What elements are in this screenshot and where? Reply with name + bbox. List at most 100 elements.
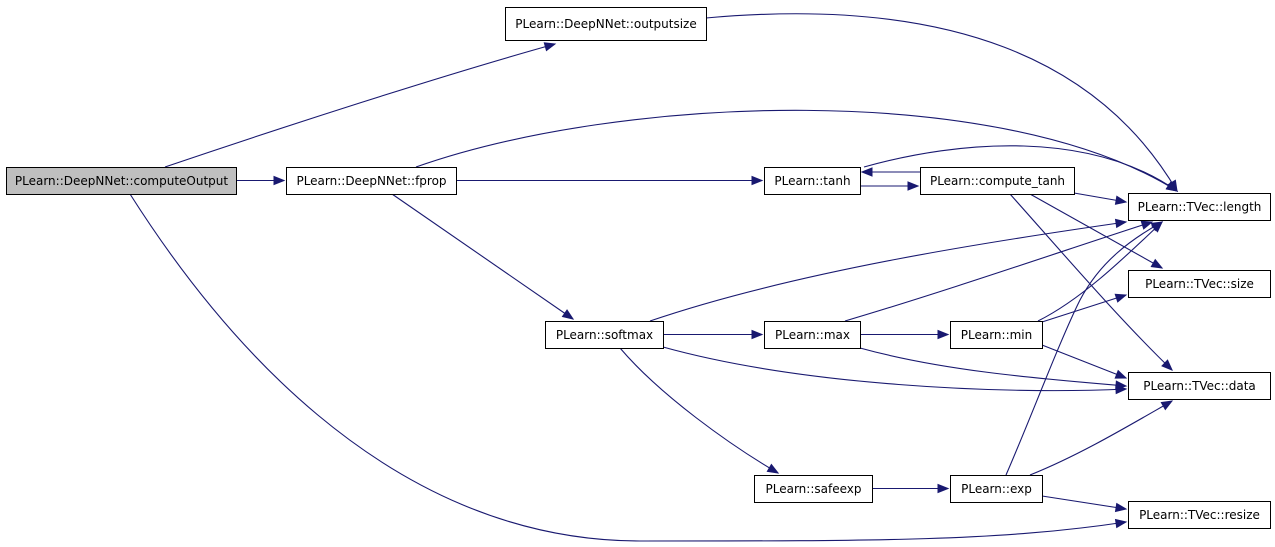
edge-compute_tanh-to-size [1029, 193, 1164, 269]
edge-line [1037, 221, 1163, 322]
edge-softmax-to-max [663, 329, 764, 340]
node-length[interactable]: PLearn::TVec::length [1128, 193, 1271, 221]
edge-line [649, 221, 1127, 322]
node-label: PLearn::tanh [774, 174, 850, 188]
edge-arrowhead [1114, 218, 1128, 229]
edge-arrowhead [1161, 359, 1173, 371]
edge-tanh-to-compute_tanh [860, 181, 920, 191]
edge-compute_tanh-to-data [1009, 193, 1173, 371]
edge-arrowhead [1165, 181, 1179, 192]
edge-computeOutput-to-resize [129, 193, 1128, 542]
edge-line [1009, 193, 1173, 371]
edge-line [164, 43, 556, 168]
node-label: PLearn::DeepNNet::fprop [296, 174, 446, 188]
node-label: PLearn::softmax [556, 328, 653, 342]
edge-arrowhead [751, 329, 764, 340]
node-box [1128, 270, 1271, 298]
edge-compute_tanh-to-tanh [860, 167, 920, 177]
edge-arrowhead [273, 175, 286, 186]
edge-safeexp-to-exp [872, 483, 950, 494]
nodes-layer: PLearn::DeepNNet::computeOutput PLearn::D… [6, 7, 1271, 529]
node-box [950, 475, 1043, 503]
node-max[interactable]: PLearn::max [764, 321, 861, 349]
node-min[interactable]: PLearn::min [950, 321, 1043, 349]
edge-arrowhead [937, 329, 950, 340]
node-resize[interactable]: PLearn::TVec::resize [1128, 501, 1271, 529]
node-size[interactable]: PLearn::TVec::size [1128, 270, 1271, 298]
edge-line [1029, 193, 1163, 269]
edge-outputsize-to-length [705, 13, 1178, 193]
edge-arrowhead [907, 181, 920, 191]
edge-fprop-to-softmax [391, 193, 575, 320]
node-box [286, 167, 457, 195]
edge-line [1005, 221, 1163, 476]
edge-line [619, 347, 779, 474]
edge-line [844, 221, 1153, 322]
node-label: PLearn::compute_tanh [930, 174, 1065, 188]
node-box [950, 321, 1043, 349]
edge-arrowhead [561, 309, 575, 320]
edge-arrowhead [751, 175, 764, 186]
node-exp[interactable]: PLearn::exp [950, 475, 1043, 503]
edge-line [859, 347, 1127, 387]
edge-line [391, 193, 574, 320]
edge-line [1029, 400, 1173, 476]
edge-arrowhead [860, 167, 873, 177]
edge-fprop-to-tanh [456, 175, 764, 186]
edge-computeOutput-to-outputsize [164, 42, 557, 168]
edge-exp-to-resize [1041, 495, 1128, 513]
node-compute_tanh[interactable]: PLearn::compute_tanh [920, 167, 1075, 195]
edge-line [1041, 294, 1127, 323]
edge-line [705, 13, 1178, 192]
edge-softmax-to-safeexp [619, 347, 780, 474]
edge-arrowhead [1115, 380, 1128, 390]
node-fprop[interactable]: PLearn::DeepNNet::fprop [286, 167, 457, 195]
node-tanh[interactable]: PLearn::tanh [764, 167, 861, 195]
edge-softmax-to-length [649, 218, 1128, 322]
node-safeexp[interactable]: PLearn::safeexp [754, 475, 873, 503]
edge-arrowhead [766, 463, 780, 474]
edge-arrowhead [1114, 293, 1128, 303]
edge-arrowhead [543, 42, 557, 52]
node-label: PLearn::DeepNNet::computeOutput [15, 174, 229, 188]
node-box [920, 167, 1075, 195]
node-data[interactable]: PLearn::TVec::data [1128, 372, 1271, 400]
edge-tanh-to-length [863, 145, 1179, 192]
edge-computeOutput-to-fprop [236, 175, 286, 186]
node-label: PLearn::min [961, 328, 1033, 342]
node-softmax[interactable]: PLearn::softmax [545, 321, 664, 349]
node-label: PLearn::exp [961, 482, 1032, 496]
edge-compute_tanh-to-length [1073, 192, 1128, 205]
edge-max-to-min [860, 329, 950, 340]
edge-arrowhead [1114, 518, 1128, 529]
node-computeOutput[interactable]: PLearn::DeepNNet::computeOutput [6, 167, 237, 195]
edge-arrowhead [1114, 195, 1128, 205]
edge-line [415, 109, 1178, 192]
node-label: PLearn::TVec::resize [1139, 508, 1260, 522]
edge-max-to-data [859, 347, 1128, 390]
node-label: PLearn::max [775, 328, 850, 342]
node-box [1128, 193, 1271, 221]
edge-line [1041, 495, 1127, 510]
edge-line [129, 193, 1127, 542]
node-label: PLearn::safeexp [766, 482, 862, 496]
node-box [764, 321, 861, 349]
edge-arrowhead [1114, 369, 1128, 379]
node-box [505, 7, 707, 41]
edge-exp-to-data [1029, 400, 1174, 476]
edge-arrowhead [1150, 258, 1164, 269]
node-box [545, 321, 664, 349]
node-outputsize[interactable]: PLearn::DeepNNet::outputsize [505, 7, 707, 41]
node-box [754, 475, 873, 503]
edge-arrowhead [1140, 220, 1154, 230]
edge-arrowhead [937, 483, 950, 494]
edge-line [662, 346, 1127, 392]
edge-arrowhead [1114, 502, 1128, 513]
edge-max-to-length [844, 220, 1154, 322]
edge-arrowhead [1150, 221, 1164, 232]
node-label: PLearn::TVec::length [1138, 200, 1262, 214]
node-box [1128, 501, 1271, 529]
edges-layer [129, 13, 1179, 542]
edge-arrowhead [1160, 400, 1174, 411]
